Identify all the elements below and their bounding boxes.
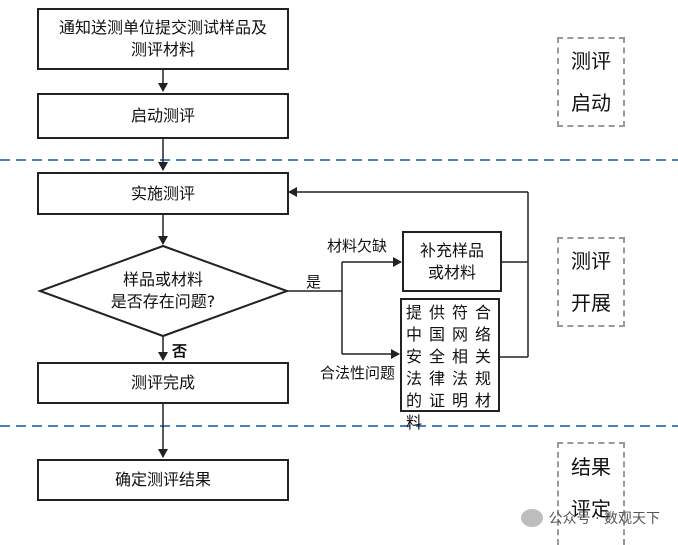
step-proof-label: 提供符合中国网络安全相关法律法规的证明材料 — [406, 303, 494, 432]
step-complete-label: 测评完成 — [130, 373, 195, 392]
watermark-text: 公众号 · 数观天下 — [548, 511, 660, 527]
watermark: 公众号 · 数观天下 — [520, 508, 660, 528]
step-supplement: 补充样品 或材料 — [402, 231, 502, 292]
step-complete: 测评完成 — [37, 362, 289, 404]
step-start: 启动测评 — [37, 93, 289, 139]
stage-start: 测评 启动 — [557, 37, 625, 127]
step-supplement-label: 补充样品 或材料 — [419, 240, 484, 282]
decision-label: 样品或材料 是否存在问题? — [110, 270, 216, 311]
step-result-label: 确定测评结果 — [114, 470, 211, 489]
step-notify-label: 通知送测单位提交测试样品及 测评材料 — [58, 18, 267, 59]
step-implement: 实施测评 — [37, 172, 289, 215]
stage-evaluate-label: 结果 评定 — [571, 455, 611, 521]
edge-label-no: 否 — [172, 342, 188, 360]
step-result: 确定测评结果 — [37, 459, 289, 501]
step-notify: 通知送测单位提交测试样品及 测评材料 — [37, 8, 289, 70]
stage-start-label: 测评 启动 — [571, 49, 611, 115]
step-implement-label: 实施测评 — [130, 183, 195, 203]
edge-label-missing: 材料欠缺 — [327, 237, 388, 255]
wechat-icon — [520, 509, 543, 527]
stage-execute: 测评 开展 — [557, 237, 625, 327]
edge-label-yes: 是 — [306, 273, 322, 291]
stage-evaluate: 结果 评定 — [557, 442, 625, 545]
edge-label-legality: 合法性问题 — [320, 364, 396, 382]
step-start-label: 启动测评 — [130, 106, 195, 125]
step-proof: 提供符合中国网络安全相关法律法规的证明材料 — [400, 298, 500, 432]
stage-execute-label: 测评 开展 — [571, 249, 611, 315]
